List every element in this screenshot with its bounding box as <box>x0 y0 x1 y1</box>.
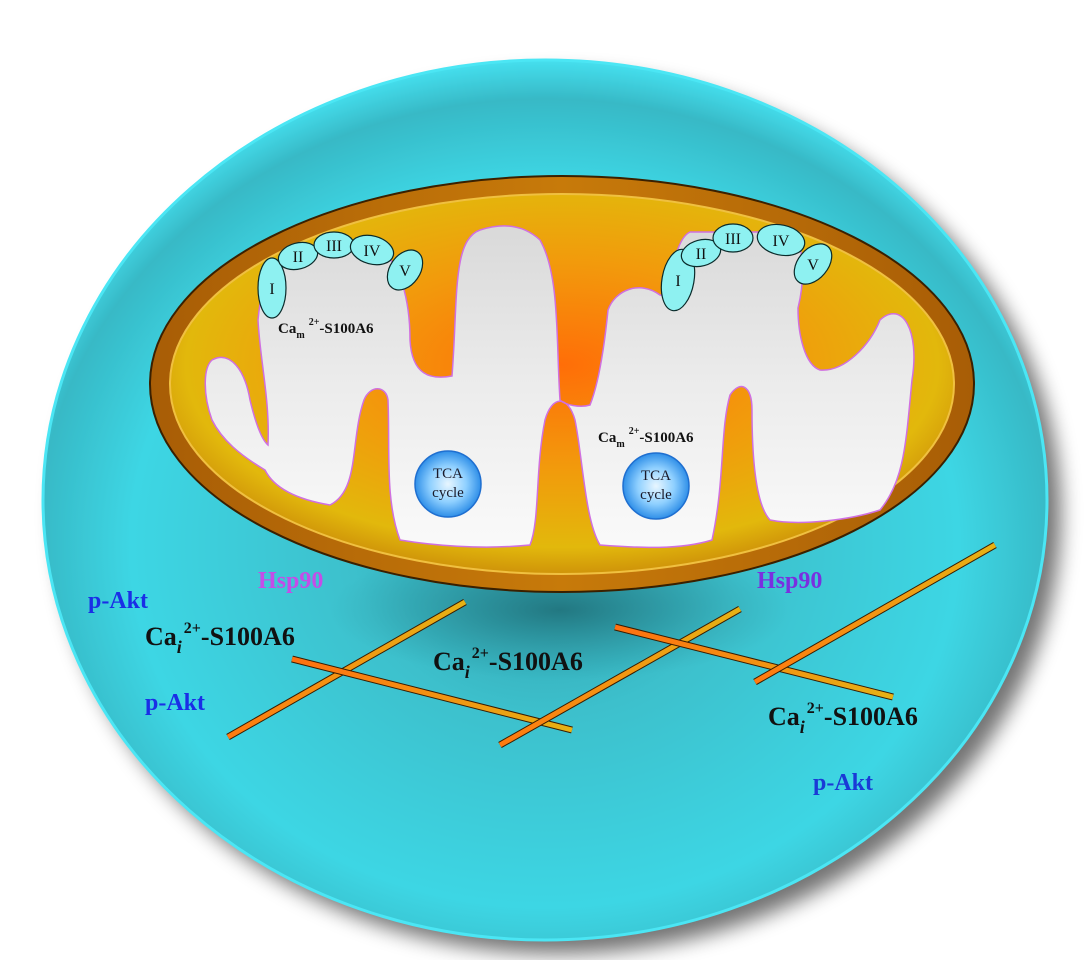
tca-cycle-right: TCA cycle <box>622 452 690 520</box>
complex-III-right <box>712 223 754 253</box>
svg-text:I: I <box>675 273 680 290</box>
svg-text:III: III <box>725 231 741 248</box>
hsp90-label-right: Hsp90 <box>757 568 822 594</box>
cam-s100a6-label-right: Cam2+-S100A6 <box>598 426 694 450</box>
complex-I-left <box>257 257 287 319</box>
mitochondrial-matrix <box>204 225 915 549</box>
tca-cycle-left: TCA cycle <box>414 450 482 518</box>
svg-text:II: II <box>293 249 304 266</box>
respiratory-complexes-right: I II III IV V <box>660 223 833 312</box>
svg-text:TCA: TCA <box>433 466 463 482</box>
p-akt-label-top-left: p-Akt <box>88 588 148 614</box>
svg-text:IV: IV <box>773 233 790 250</box>
complex-V-left <box>386 249 424 291</box>
p-akt-label-bottom-right: p-Akt <box>813 770 873 796</box>
mitochondrion: I II III IV V I II III IV V Cam2+-S100A6 <box>149 175 975 593</box>
svg-text:cycle: cycle <box>640 487 672 503</box>
svg-text:TCA: TCA <box>641 468 671 484</box>
p-akt-label-mid-left: p-Akt <box>145 690 205 716</box>
complex-IV-right <box>756 223 806 257</box>
cai-s100a6-label-center: Cai2+-S100A6 <box>433 645 583 682</box>
svg-text:III: III <box>326 238 342 255</box>
svg-text:II: II <box>696 246 707 263</box>
svg-text:V: V <box>399 263 411 280</box>
svg-text:V: V <box>807 257 819 274</box>
cai-s100a6-label-left: Cai2+-S100A6 <box>145 620 295 657</box>
svg-text:cycle: cycle <box>432 485 464 501</box>
svg-text:IV: IV <box>364 243 381 260</box>
complex-IV-left <box>349 234 395 266</box>
hsp90-label-left: Hsp90 <box>258 568 323 594</box>
cam-s100a6-label-left: Cam2+-S100A6 <box>278 317 374 341</box>
cai-s100a6-label-right: Cai2+-S100A6 <box>768 700 918 737</box>
complex-V-right <box>793 243 833 285</box>
svg-text:I: I <box>269 281 274 298</box>
respiratory-complexes-left: I II III IV V <box>257 231 424 319</box>
cytoskeletal-filaments <box>226 541 997 749</box>
